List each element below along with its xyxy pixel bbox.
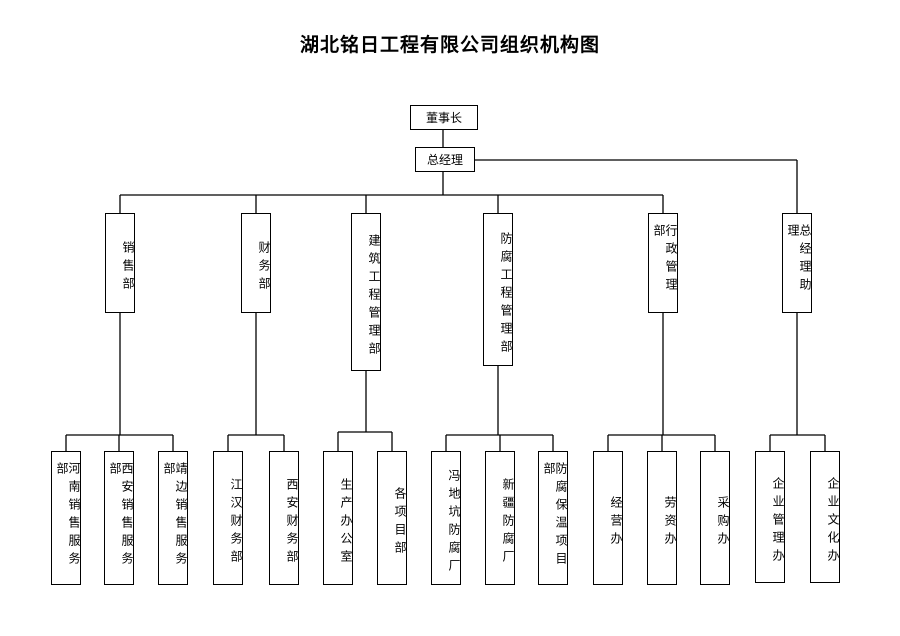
- node-fengdikeng-plant: 冯地坑防腐厂: [431, 451, 461, 585]
- node-construction-dept: 建筑工程管理部: [351, 213, 381, 371]
- node-jianghan-finance: 江汉财务部: [213, 451, 243, 585]
- chart-title: 湖北铭日工程有限公司组织机构图: [299, 34, 600, 56]
- node-operation-office: 经营办: [593, 451, 623, 585]
- node-gm-assistant: 总经理助理: [782, 213, 812, 313]
- node-admin-dept: 行政管理部: [648, 213, 678, 313]
- node-project-depts: 各项目部: [377, 451, 407, 585]
- node-labor-office: 劳资办: [647, 451, 677, 585]
- node-xinjiang-plant: 新疆防腐厂: [485, 451, 515, 585]
- node-purchase-office: 采购办: [700, 451, 730, 585]
- node-chairman: 董事长: [410, 105, 478, 130]
- node-finance-dept: 财务部: [241, 213, 271, 313]
- node-enterprise-culture: 企业文化办: [810, 451, 840, 583]
- node-sales-dept: 销售部: [105, 213, 135, 313]
- node-production-office: 生产办公室: [323, 451, 353, 585]
- node-general-manager: 总经理: [415, 147, 475, 172]
- node-xian-finance: 西安财务部: [269, 451, 299, 585]
- node-insulation-project: 防腐保温项目部: [538, 451, 568, 585]
- node-anticorrosion-dept: 防腐工程管理部: [483, 213, 513, 366]
- node-jingbian-sales: 靖边销售服务部: [158, 451, 188, 585]
- node-henan-sales: 河南销售服务部: [51, 451, 81, 585]
- node-xian-sales: 西安销售服务部: [104, 451, 134, 585]
- node-enterprise-management: 企业管理办: [755, 451, 785, 583]
